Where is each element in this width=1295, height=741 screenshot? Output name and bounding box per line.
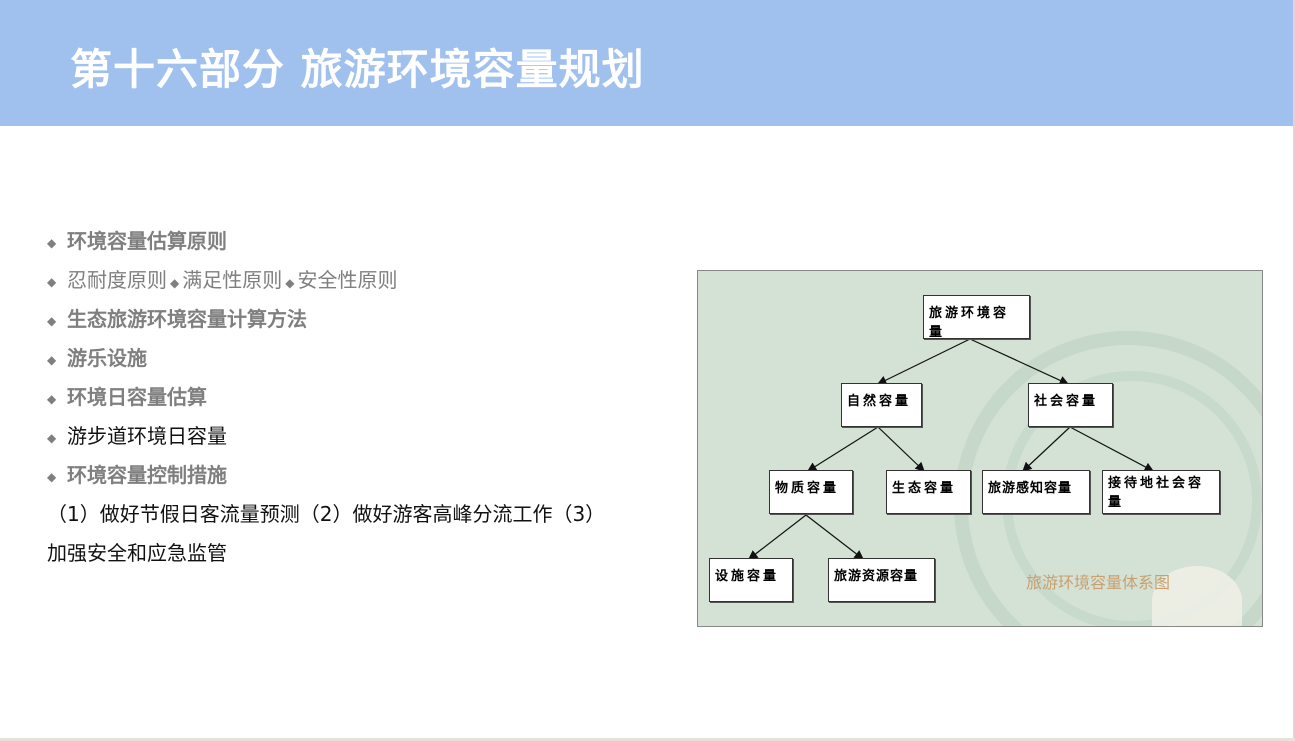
node-material: 物质容量 xyxy=(769,470,853,514)
slide-title: 第十六部分 旅游环境容量规划 xyxy=(70,45,645,94)
list-item-text: 环境容量控制措施 xyxy=(67,463,227,487)
slide-edge xyxy=(0,738,1295,741)
node-perception: 旅游感知容量 xyxy=(982,470,1090,514)
node-root: 旅游环境容量 xyxy=(923,295,1030,340)
diamond-bullet-icon: ◆ xyxy=(47,469,57,484)
list-item-text: 忍耐度原则 xyxy=(67,268,167,292)
list-item: ◆ 生态旅游环境容量计算方法 xyxy=(47,304,667,343)
arrow xyxy=(877,426,925,472)
list-item: ◆忍耐度原则◆满足性原则◆安全性原则 xyxy=(47,265,667,304)
arrow xyxy=(969,338,1070,385)
list-item: ◆ 环境容量估算原则 xyxy=(47,226,667,265)
node-resource: 旅游资源容量 xyxy=(828,558,935,602)
list-item: ◆ 环境容量控制措施 xyxy=(47,460,667,499)
node-ecological: 生态容量 xyxy=(886,470,971,514)
node-natural: 自然容量 xyxy=(841,383,922,427)
diagram-arrows xyxy=(748,338,1155,560)
figure-caption: 旅游环境容量体系图 xyxy=(1026,573,1171,592)
arrow xyxy=(876,338,971,385)
list-item-text: 游步道环境日容量 xyxy=(67,424,227,448)
node-social: 社会容量 xyxy=(1028,383,1113,427)
list-item: ◆ 游乐设施 xyxy=(47,343,667,382)
diamond-bullet-icon: ◆ xyxy=(170,276,180,290)
paragraph-line: （1）做好节假日客流量预测（2）做好游客高峰分流工作（3） xyxy=(47,502,606,526)
arrow xyxy=(1069,426,1155,472)
arrow xyxy=(806,426,879,472)
list-item-text: 环境容量估算原则 xyxy=(67,229,227,253)
diamond-bullet-icon: ◆ xyxy=(47,274,57,289)
list-item-text: 游乐设施 xyxy=(67,346,147,370)
bullet-list: ◆环境容量估算原则 ◆忍耐度原则◆满足性原则◆安全性原则 ◆生态旅游环境容量计算… xyxy=(47,226,667,577)
list-item-text: 环境日容量估算 xyxy=(67,385,207,409)
slide-edge xyxy=(1293,0,1295,741)
decorative-ornament xyxy=(1152,566,1242,626)
list-item-text: 安全性原则 xyxy=(297,268,398,292)
node-host: 接待地社会容量 xyxy=(1102,470,1220,514)
diamond-bullet-icon: ◆ xyxy=(47,313,57,328)
node-facility: 设施容量 xyxy=(709,558,793,602)
diamond-bullet-icon: ◆ xyxy=(47,235,57,250)
arrow xyxy=(748,514,807,560)
paragraph-line: 加强安全和应急监管 xyxy=(47,541,227,565)
list-item-text: 生态旅游环境容量计算方法 xyxy=(67,307,307,331)
diamond-bullet-icon: ◆ xyxy=(47,352,57,367)
diamond-bullet-icon: ◆ xyxy=(285,276,295,290)
arrow xyxy=(1022,426,1071,472)
capacity-system-diagram: 旅游环境容量 自然容量 社会容量 物质容量 生态容量 旅游感知容量 接待地社会容… xyxy=(697,270,1263,627)
list-item: ◆ 环境日容量估算 xyxy=(47,382,667,421)
arrow xyxy=(805,514,864,560)
diamond-bullet-icon: ◆ xyxy=(47,391,57,406)
diamond-bullet-icon: ◆ xyxy=(47,430,57,445)
list-item-text: 满足性原则 xyxy=(182,268,283,292)
list-item: ◆ 游步道环境日容量 xyxy=(47,421,667,460)
title-banner: 第十六部分 旅游环境容量规划 xyxy=(0,0,1295,126)
